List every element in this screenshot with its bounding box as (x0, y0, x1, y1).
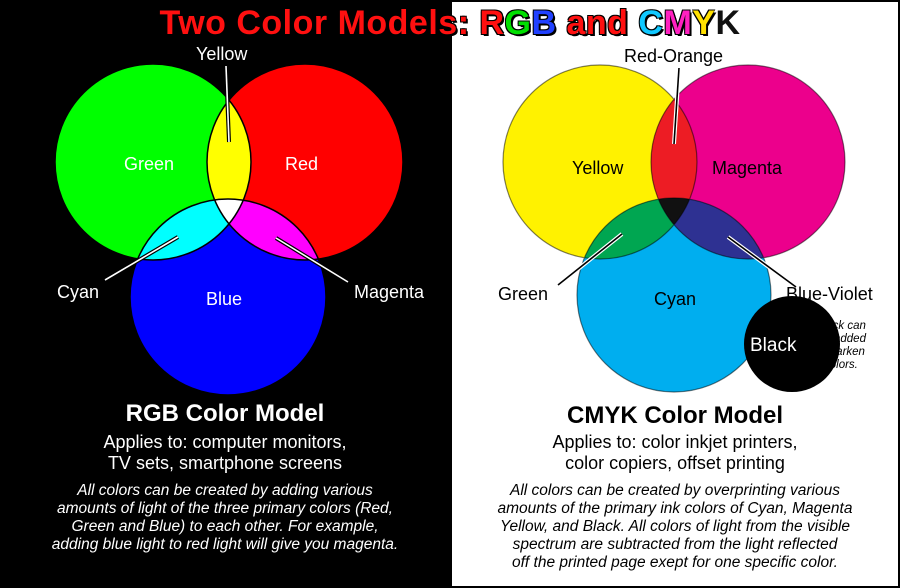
black-note-line4: colors. (824, 359, 858, 371)
cmyk-desc-line1: All colors can be created by overprintin… (510, 482, 840, 499)
label-blue-violet: Blue-Violet (786, 284, 873, 304)
rgb-desc-line3: Green and Blue) to each other. For examp… (71, 518, 379, 535)
title-prefix: Two Color Models: (159, 4, 480, 42)
page-title: Two Color Models: RGB and CMYK (0, 4, 900, 43)
title-b: B (531, 4, 557, 42)
cmyk-model-title: CMYK Color Model (567, 402, 783, 429)
black-note-line1: Black can (816, 320, 866, 332)
rgb-desc-line4: adding blue light to red light will give… (51, 536, 399, 553)
cmyk-applies-line1: Applies to: color inkjet printers, (552, 432, 798, 452)
label-cyan: Cyan (654, 289, 697, 309)
cmyk-desc-line2: amounts of the primary ink colors of Cya… (497, 500, 853, 517)
label-red: Red (285, 154, 319, 174)
green-overlap (577, 198, 697, 259)
red-orange-pointer (673, 67, 680, 145)
title-c: C (638, 4, 664, 42)
label-blue: Blue (206, 289, 243, 309)
title-and: and (556, 4, 639, 42)
rgb-desc-line2: amounts of light of the three primary co… (57, 500, 393, 517)
label-yellow: Yellow (572, 158, 624, 178)
black-circle (744, 296, 840, 392)
cmyk-desc-line3: Yellow, and Black. All colors of light f… (499, 518, 851, 535)
cmyk-panel: Red-Orange Yellow Magenta Green Cyan Blu… (450, 0, 900, 588)
rgb-desc-line1: All colors can be created by adding vari… (77, 482, 373, 499)
label-red-orange: Red-Orange (624, 46, 724, 66)
label-magenta: Magenta (712, 158, 783, 178)
magenta-pointer (275, 237, 349, 283)
rgb-applies-line1: Applies to: computer monitors, (103, 432, 347, 452)
cmyk-applies-line2: color copiers, offset printing (565, 453, 785, 473)
cyan-overlap (130, 199, 251, 260)
label-green: Green (124, 154, 175, 174)
cmyk-desc-line4: spectrum are subtracted from the light r… (512, 536, 838, 553)
yellow-pointer (225, 65, 230, 143)
magenta-overlap (207, 199, 326, 260)
black-note-line2: be added (818, 333, 866, 345)
title-y: Y (692, 4, 716, 42)
title-g: G (504, 4, 532, 42)
black-note-line3: to darken (817, 346, 865, 358)
rgb-model-title: RGB Color Model (125, 400, 325, 427)
label-cyan: Cyan (57, 282, 100, 302)
label-yellow: Yellow (196, 44, 248, 64)
cmyk-desc-line5: off the printed page exept for one speci… (512, 554, 838, 571)
blue-violet-pointer (727, 236, 797, 288)
green-pointer (557, 233, 623, 286)
label-green: Green (498, 284, 549, 304)
rgb-applies-line2: TV sets, smartphone screens (107, 453, 343, 473)
title-m: M (663, 4, 693, 42)
blue-violet-overlap (651, 198, 771, 259)
title-k: K (715, 4, 741, 42)
title-r: R (479, 4, 505, 42)
label-black: Black (750, 335, 797, 356)
cmyk-venn-diagram (502, 64, 846, 393)
label-magenta: Magenta (354, 282, 425, 302)
rgb-venn-diagram (54, 63, 404, 396)
rgb-panel: Yellow Green Red Cyan Blue Magenta RGB C… (51, 44, 425, 553)
cyan-pointer (104, 236, 179, 281)
